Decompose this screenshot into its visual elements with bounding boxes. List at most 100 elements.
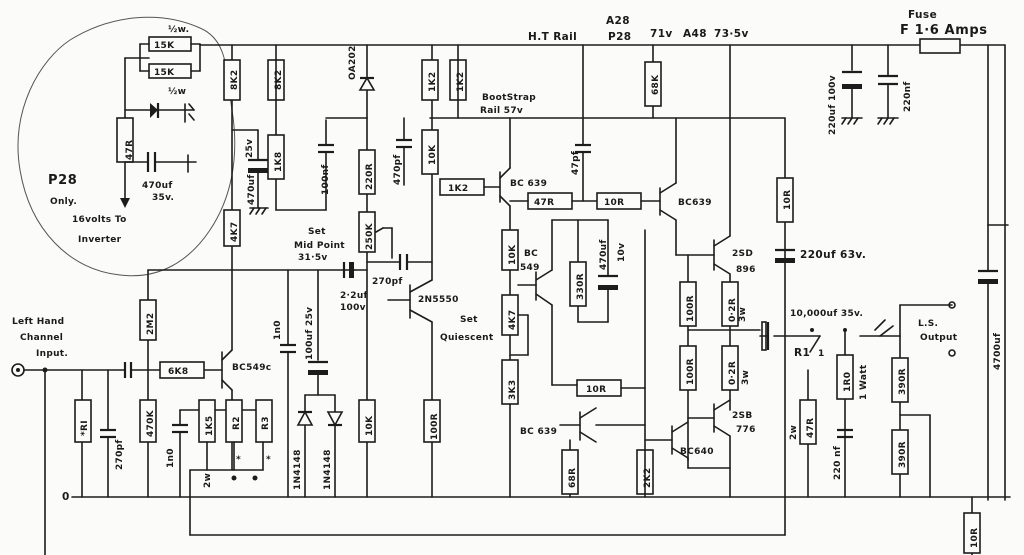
label-71v: 71v — [650, 28, 673, 40]
label-1k2-a: 1K2 — [428, 72, 438, 92]
label-bootstrap-2: Rail 57v — [480, 106, 523, 116]
label-p28-only-1: P28 — [48, 173, 77, 188]
label-input: Input. — [36, 349, 68, 359]
label-zero: 0 — [62, 491, 70, 503]
label-p28: P28 — [608, 31, 632, 43]
label-2m2: 2M2 — [146, 313, 156, 335]
label-1k2-b: 1K2 — [456, 72, 466, 92]
label-half-w-1: ½w. — [168, 24, 189, 35]
label-1k2-c: 1K2 — [448, 184, 468, 194]
label-10k-a: 10K — [428, 144, 438, 165]
label-2n5550: 2N5550 — [418, 295, 459, 305]
label-p28-only-2: Only. — [50, 197, 77, 207]
label-47r-b: 47R — [806, 418, 816, 438]
label-250k: 250K — [365, 222, 375, 250]
label-2sd: 2SD — [732, 249, 753, 259]
label-set-q-1: Set — [460, 315, 478, 325]
label-270pf-b: 270pf — [115, 439, 125, 470]
label-bc639-c: BC 639 — [520, 427, 557, 437]
label-0-2r-a: 0·2R — [728, 298, 738, 322]
label-47pf: 47pf — [571, 151, 581, 175]
label-bc639-b: BC639 — [678, 198, 712, 208]
label-8k2-b: 8K2 — [274, 70, 284, 90]
label-1k5: 1K5 — [205, 416, 215, 436]
label-68k: 68K — [651, 74, 661, 95]
label-100nf: 100nf — [321, 164, 331, 195]
label-1-watt: 1 Watt — [859, 364, 869, 400]
label-3w-b: 3w — [741, 370, 751, 385]
label-220nf-b: 220 nf — [833, 446, 843, 480]
label-half-w-2: ½w — [168, 86, 186, 97]
label-p28-only-4: Inverter — [78, 235, 122, 245]
label-10r-a: 10R — [604, 198, 624, 208]
label-bc640: BC640 — [680, 447, 714, 457]
label-25v: 25v — [245, 139, 255, 158]
label-star-a: * — [236, 455, 241, 465]
label-330r: 330R — [576, 273, 586, 300]
label-100r-c: 100R — [686, 358, 696, 385]
label-220r: 220R — [365, 163, 375, 190]
label-4700uf: 4700uf — [993, 333, 1003, 370]
label-ht-rail: H.T Rail — [528, 31, 577, 43]
label-100uf-25v: 100uf 25v — [305, 307, 315, 360]
label-2-2uf: 2·2uf — [340, 291, 368, 301]
label-1n4148-a: 1N4148 — [293, 449, 303, 490]
label-0-2r-b: 0·2R — [728, 361, 738, 385]
label-fuse-value: F 1·6 Amps — [900, 23, 988, 38]
label-470uf-35: 470uf — [142, 181, 173, 191]
label-47r-left: 47R — [125, 140, 135, 160]
label-270pf: 270pf — [372, 277, 403, 287]
label-bc639-a: BC 639 — [510, 179, 547, 189]
label-470uf-25: 470uf — [247, 174, 257, 205]
p28-outline — [17, 16, 236, 277]
label-15k-a: 15K — [154, 41, 175, 51]
label-a28-top: A28 — [606, 15, 630, 27]
label-776: 776 — [736, 425, 756, 435]
label-1r0: 1R0 — [843, 372, 853, 392]
label-ls-2: Output — [920, 333, 958, 343]
label-1n0-a: 1n0 — [273, 320, 283, 340]
label-68r: 68R — [568, 468, 578, 488]
label-390r-b: 390R — [898, 441, 908, 468]
label-r3: R3 — [261, 416, 271, 430]
label-ls-1: L.S. — [918, 319, 938, 329]
label-set-q-2: Quiescent — [440, 333, 494, 343]
label-15k-b: 15K — [154, 68, 175, 78]
label-896: 896 — [736, 265, 756, 275]
label-bc549c: BC549c — [232, 363, 271, 373]
label-ri: *RI — [80, 420, 90, 436]
label-73v: 73·5v — [714, 28, 749, 40]
label-220nf: 220nf — [903, 81, 913, 112]
label-470uf-10: 470uf — [599, 239, 609, 270]
label-a48: A48 — [683, 28, 707, 40]
label-bc549-2: 549 — [520, 263, 540, 273]
label-100v: 100v — [340, 303, 366, 313]
label-r1-val: 1 — [818, 349, 825, 359]
label-set-mid-3: 31·5v — [298, 253, 328, 263]
label-3k3: 3K3 — [508, 380, 518, 400]
label-4k7: 4K7 — [230, 222, 240, 242]
label-1n4148-b: 1N4148 — [323, 449, 333, 490]
label-2w: 2w — [789, 425, 799, 440]
label-470pf: 470pf — [393, 154, 403, 185]
fuse — [919, 38, 961, 54]
label-4k7-pot: 4K7 — [508, 310, 518, 330]
label-10r-bottom: 10R — [970, 528, 980, 548]
label-2sb: 2SB — [732, 411, 753, 421]
label-bootstrap-1: BootStrap — [482, 93, 536, 103]
label-left-hand: Left Hand — [12, 317, 64, 327]
label-channel: Channel — [20, 333, 63, 343]
label-r2: R2 — [232, 416, 242, 430]
label-oa202: OA202 — [348, 45, 358, 80]
label-2k2: 2K2 — [643, 468, 653, 488]
label-star-b: * — [266, 455, 271, 465]
label-220uf-100v: 220uf 100v — [828, 75, 838, 135]
label-8k2-a: 8K2 — [230, 70, 240, 90]
label-3w: 3w — [738, 307, 748, 322]
label-10000uf: 10,000uf 35v. — [790, 309, 863, 319]
label-10k-b: 10K — [508, 244, 518, 265]
label-r1: R1 — [794, 347, 810, 359]
label-220uf-63v: 220uf 63v. — [800, 249, 866, 261]
label-470k: 470K — [146, 409, 156, 437]
